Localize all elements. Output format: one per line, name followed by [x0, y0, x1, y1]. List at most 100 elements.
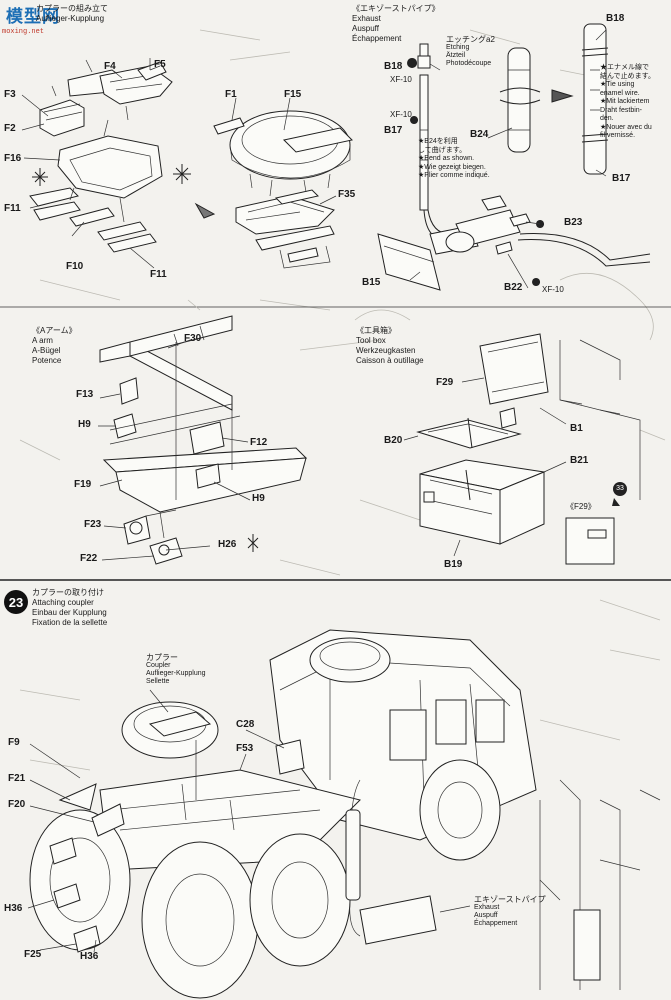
exhaust-title-en: Exhaust [352, 14, 381, 23]
toolbox-title-fr: Caisson à outillage [356, 356, 424, 365]
part-label-f22: F22 [80, 553, 98, 564]
exhaust-caption-de: Auspuff [474, 912, 498, 919]
exhaust-title-fr: Échappement [352, 34, 402, 43]
etching-caption: エッチングa2 Etching Ätzteil Photodécoupe [446, 36, 495, 68]
paint-label-xf10-a: XF-10 [390, 75, 412, 84]
exhaust-caption-en: Exhaust [474, 904, 500, 911]
paint-label-xf10-c: XF-10 [542, 285, 564, 294]
coupler-assembly-title: カプラーの組み立て Auflieger-Kupplung [36, 4, 108, 24]
part-label-h9-left: H9 [78, 419, 91, 430]
wire-note-line: ★Nouer avec du [600, 123, 652, 131]
part-label-b18-detail: B18 [606, 13, 625, 24]
part-label-b21: B21 [570, 455, 589, 466]
exhaust-drawing [377, 23, 651, 291]
step-title-de: Einbau der Kupplung [32, 608, 107, 617]
part-label-c28: C28 [236, 719, 255, 730]
coupler-caption-jp: カプラー [146, 653, 178, 662]
a-arm-title-de: A-Bügel [32, 346, 61, 355]
part-label-f3: F3 [4, 89, 16, 100]
part-label-f16: F16 [4, 153, 22, 164]
f29-inset-number: 33 [616, 485, 624, 492]
etching-caption-jp: エッチングa2 [446, 35, 495, 44]
wire-note-line: Draht festbin- [600, 106, 643, 114]
toolbox-title: 《工具箱》 Tool box Werkzeugkasten Caisson à … [356, 326, 424, 366]
part-label-f2: F2 [4, 123, 16, 134]
step-title-fr: Fixation de la sellette [32, 618, 108, 627]
paint-label-xf10-b: XF-10 [390, 110, 412, 119]
part-label-f19: F19 [74, 479, 92, 490]
part-label-f35: F35 [338, 189, 356, 200]
coupler-caption-en: Coupler [146, 662, 171, 669]
coupler-title-jp: カプラーの組み立て [36, 4, 108, 13]
step-title-en: Attaching coupler [32, 598, 94, 607]
toolbox-title-de: Werkzeugkasten [356, 346, 416, 355]
a-arm-title-jp: 《Aアーム》 [32, 326, 77, 335]
wire-note: ★エナメル線で 結んで止めます。 ★Tie using enamel wire.… [600, 64, 655, 141]
exhaust-title-jp: 《エキゾーストパイプ》 [352, 4, 440, 13]
site-logo-url: moxing.net [2, 28, 45, 36]
part-label-f15: F15 [284, 89, 302, 100]
part-label-f4: F4 [104, 61, 116, 72]
part-label-h36-bottom: H36 [80, 951, 99, 962]
part-label-b22: B22 [504, 282, 523, 293]
wire-note-line: ★Mit lackiertem [600, 98, 650, 105]
wire-note-line: den. [600, 115, 614, 122]
coupler-caption: カプラー Coupler Auflieger-Kupplung Sellette [146, 654, 206, 686]
part-label-f25: F25 [24, 949, 42, 960]
bend-note-line: して曲げます。 [418, 146, 467, 154]
a-arm-title-fr: Potence [32, 356, 62, 365]
part-label-f12: F12 [250, 437, 268, 448]
part-label-f11-bottom: F11 [150, 269, 167, 280]
turntable-drawing [194, 110, 354, 269]
coupler-caption-de: Auflieger-Kupplung [146, 670, 206, 677]
etching-caption-fr: Photodécoupe [446, 60, 492, 67]
part-label-f11-left: F11 [4, 203, 21, 214]
step-number: 23 [8, 594, 24, 610]
wire-note-line: 結んで止めます。 [600, 72, 655, 80]
part-label-f20: F20 [8, 799, 26, 810]
bend-note-line: ★Wie gezeigt biegen. [418, 163, 486, 171]
part-label-b23: B23 [564, 217, 583, 228]
site-logo-text: 模型网 [6, 7, 60, 26]
step-number-badge: 23 [4, 590, 28, 614]
wire-note-line: enamel wire. [600, 89, 640, 97]
bend-note-line: ★Plier comme indiqué. [418, 172, 490, 179]
part-label-f13: F13 [76, 389, 94, 400]
site-logo[interactable]: 模型网 moxing.net [0, 0, 70, 42]
part-label-f29: F29 [436, 377, 454, 388]
background-bleed [19, 29, 666, 771]
section-dividers [0, 273, 671, 581]
wire-note-line: ★エナメル線で [600, 64, 649, 71]
a-arm-title: 《Aアーム》 A arm A-Bügel Potence [32, 326, 77, 366]
coupler-caption-fr: Sellette [146, 678, 170, 685]
etching-caption-de: Ätzteil [446, 52, 466, 59]
bend-note-line: ★B24を利用 [418, 138, 458, 145]
part-label-b19: B19 [444, 559, 463, 570]
part-label-b18-exhaust: B18 [384, 61, 403, 72]
part-label-b1: B1 [570, 423, 583, 434]
part-label-f23: F23 [84, 519, 102, 530]
leader-lines [21, 29, 607, 953]
part-label-h36-left: H36 [4, 903, 23, 914]
part-label-f10: F10 [66, 261, 84, 272]
toolbox-drawing [416, 333, 641, 565]
part-label-h9-right: H9 [252, 493, 265, 504]
part-label-f9: F9 [8, 737, 20, 748]
exhaust-caption-jp: エキゾーストパイプ [474, 895, 546, 904]
step-23-title: カプラーの取り付け Attaching coupler Einbau der K… [32, 588, 107, 628]
step-title-jp: カプラーの取り付け [32, 588, 104, 597]
wire-note-line: fil vernissé. [600, 132, 636, 139]
wire-note-line: ★Tie using [600, 81, 635, 88]
part-label-b20: B20 [384, 435, 403, 446]
part-label-f30: F30 [184, 333, 202, 344]
step-23-exhaust-caption: エキゾーストパイプ Exhaust Auspuff Échappement [474, 896, 546, 928]
f29-inset-label: 《F29》 [566, 502, 596, 511]
truck-drawing [29, 629, 661, 999]
part-label-f53: F53 [236, 743, 254, 754]
bend-note-line: ★Bend as shown. [418, 155, 475, 162]
toolbox-title-en: Tool box [356, 336, 386, 345]
a-arm-title-en: A arm [32, 336, 53, 345]
part-label-h26: H26 [218, 539, 237, 550]
